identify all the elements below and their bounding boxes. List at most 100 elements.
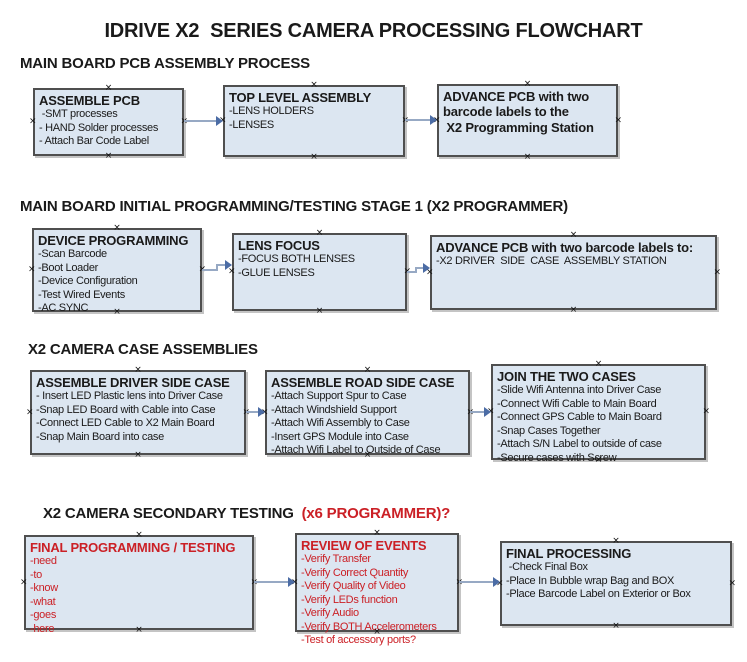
arrow-line <box>470 411 484 413</box>
arrow-line <box>216 264 218 271</box>
box-line: -Connect Wifi Cable to Main Board <box>497 397 657 410</box>
box-line: -Verify Correct Quantity <box>301 566 409 579</box>
anchor-handle-bottom-icon[interactable]: × <box>569 305 578 315</box>
anchor-handle-top-icon[interactable]: × <box>135 530 143 540</box>
anchor-handle-right-icon[interactable]: × <box>401 116 409 126</box>
anchor-handle-bottom-icon[interactable]: × <box>363 450 372 460</box>
arrow-line <box>417 267 423 269</box>
flow-box-assemble-pcb[interactable]: ASSEMBLE PCB -SMT processes - HAND Solde… <box>29 84 188 161</box>
section-heading-secondary-testing: X2 CAMERA SECONDARY TESTING (x6 PROGRAMM… <box>35 488 450 522</box>
box-title: JOIN THE TWO CASES <box>497 369 636 384</box>
anchor-handle-top-icon[interactable]: × <box>612 536 620 546</box>
anchor-handle-bottom-icon[interactable]: × <box>523 152 532 162</box>
box-title: FINAL PROCESSING <box>506 546 632 561</box>
arrow-head-icon <box>288 577 295 587</box>
anchor-handle-left-icon[interactable]: × <box>28 264 36 275</box>
box-title: LENS FOCUS <box>238 238 320 253</box>
anchor-handle-right-icon[interactable]: × <box>180 117 188 127</box>
anchor-handle-top-icon[interactable]: × <box>310 80 318 90</box>
box-line: - Attach Bar Code Label <box>39 135 149 147</box>
box-line: -Connect LED Cable to X2 Main Board <box>36 417 215 429</box>
box-line: -X2 DRIVER SIDE CASE ASSEMBLY STATION <box>436 255 667 267</box>
flow-box-assemble-driver-side-case[interactable]: ASSEMBLE DRIVER SIDE CASE - Insert LED P… <box>26 366 250 460</box>
flow-box-advance-pcb-driver-side[interactable]: ADVANCE PCB with two barcode labels to: … <box>426 231 721 315</box>
box-line: -Verify Quality of Video <box>301 580 406 592</box>
section-heading-programmer-question: (x6 PROGRAMMER)? <box>301 505 451 522</box>
anchor-handle-bottom-icon[interactable]: × <box>373 627 381 637</box>
flow-box-assemble-road-side-case[interactable]: ASSEMBLE ROAD SIDE CASE -Attach Support … <box>261 366 474 460</box>
arrow-line <box>405 119 430 121</box>
anchor-handle-bottom-icon[interactable]: × <box>310 152 318 162</box>
box-title: ADVANCE PCB with two <box>443 89 589 104</box>
flow-box-lens-focus[interactable]: LENS FOCUS -FOCUS BOTH LENSES -GLUE LENS… <box>228 229 411 316</box>
anchor-handle-bottom-icon[interactable]: × <box>315 306 324 316</box>
anchor-handle-bottom-icon[interactable]: × <box>612 621 620 631</box>
box-line: -Attach Wifi Assembly to Case <box>271 417 410 429</box>
box-line: - HAND Solder processes <box>39 121 159 134</box>
anchor-handle-right-icon[interactable]: × <box>614 115 622 125</box>
flow-box-top-level-assembly[interactable]: TOP LEVEL ASSEMBLY -LENS HOLDERS -LENSES… <box>219 81 409 162</box>
section-heading-case-assemblies: X2 CAMERA CASE ASSEMBLIES <box>28 341 258 358</box>
arrow-head-icon <box>258 407 265 417</box>
anchor-handle-bottom-icon[interactable]: × <box>104 151 113 161</box>
anchor-handle-left-icon[interactable]: × <box>29 116 37 127</box>
box-line: -Test of accessory ports? <box>301 634 416 646</box>
anchor-handle-top-icon[interactable]: × <box>594 359 603 369</box>
anchor-handle-right-icon[interactable]: × <box>728 578 736 588</box>
box-line: -LENSES <box>229 118 274 131</box>
flow-box-advance-pcb-programming-station[interactable]: ADVANCE PCB with two barcode labels to t… <box>433 80 622 162</box>
box-line: -here <box>30 622 55 635</box>
flow-box-join-the-two-cases[interactable]: JOIN THE TWO CASES -Slide Wifi Antenna i… <box>487 360 710 465</box>
box-line: - Insert LED Plastic lens into Driver Ca… <box>36 390 223 402</box>
anchor-handle-top-icon[interactable]: × <box>569 230 578 240</box>
anchor-handle-top-icon[interactable]: × <box>363 365 372 375</box>
box-line: -Attach Windshield Support <box>271 403 397 416</box>
flow-box-final-processing[interactable]: FINAL PROCESSING -Check Final Box -Place… <box>496 537 736 631</box>
anchor-handle-right-icon[interactable]: × <box>702 406 710 417</box>
box-line: -FOCUS BOTH LENSES <box>238 253 355 265</box>
arrow-line <box>415 267 417 273</box>
box-line: -Boot Loader <box>38 261 98 274</box>
anchor-handle-left-icon[interactable]: × <box>228 266 236 277</box>
box-line: -Slide Wifi Antenna into Driver Case <box>497 384 662 396</box>
box-line: -know <box>30 582 58 594</box>
anchor-handle-left-icon[interactable]: × <box>20 577 28 587</box>
box-line: -Connect GPS Cable to Main Board <box>497 411 662 423</box>
flow-box-device-programming[interactable]: DEVICE PROGRAMMING -Scan Barcode -Boot L… <box>28 224 206 317</box>
section-heading-initial-programming: MAIN BOARD INITIAL PROGRAMMING/TESTING S… <box>20 198 568 215</box>
anchor-handle-top-icon[interactable]: × <box>373 528 381 538</box>
anchor-handle-bottom-icon[interactable]: × <box>594 455 603 465</box>
box-title: REVIEW OF EVENTS <box>301 538 427 553</box>
anchor-handle-bottom-icon[interactable]: × <box>135 625 143 635</box>
arrow-head-icon <box>225 260 232 270</box>
page-title: IDRIVE X2 SERIES CAMERA PROCESSING FLOWC… <box>104 20 643 42</box>
anchor-handle-right-icon[interactable]: × <box>713 267 721 277</box>
anchor-handle-bottom-icon[interactable]: × <box>113 307 121 317</box>
anchor-handle-top-icon[interactable]: × <box>104 83 113 93</box>
box-line: -LENS HOLDERS <box>229 105 314 117</box>
box-line: -Verify BOTH Accelerometers <box>301 620 437 633</box>
anchor-handle-left-icon[interactable]: × <box>26 407 34 417</box>
anchor-handle-top-icon[interactable]: × <box>315 228 324 238</box>
box-line: -Device Configuration <box>38 275 138 287</box>
anchor-handle-top-icon[interactable]: × <box>523 79 532 89</box>
box-line: -Verify Transfer <box>301 553 371 565</box>
anchor-handle-top-icon[interactable]: × <box>134 365 142 375</box>
anchor-handle-bottom-icon[interactable]: × <box>134 450 142 460</box>
anchor-handle-top-icon[interactable]: × <box>113 223 121 233</box>
arrow-head-icon <box>423 263 430 273</box>
box-line: -Place In Bubble wrap Bag and BOX <box>506 574 675 587</box>
box-line: -Snap Cases Together <box>497 424 601 437</box>
box-line: -need <box>30 555 57 567</box>
box-line: -Attach Support Spur to Case <box>271 390 407 402</box>
flow-box-review-of-events[interactable]: REVIEW OF EVENTS -Verify Transfer -Verif… <box>291 529 463 647</box>
box-line: -Verify Audio <box>301 607 359 619</box>
box-line: X2 Programming Station <box>443 120 594 135</box>
arrow-head-icon <box>216 116 223 126</box>
flow-box-final-programming-testing[interactable]: FINAL PROGRAMMING / TESTING -need -to -k… <box>20 531 258 635</box>
box-title: ASSEMBLE ROAD SIDE CASE <box>271 375 455 390</box>
section-heading-secondary-testing-text: X2 CAMERA SECONDARY TESTING <box>42 505 302 522</box>
box-title: DEVICE PROGRAMMING <box>38 233 189 248</box>
box-title: TOP LEVEL ASSEMBLY <box>229 90 372 105</box>
box-line: -Attach Wifi Label to Outside of Case <box>271 444 441 456</box>
